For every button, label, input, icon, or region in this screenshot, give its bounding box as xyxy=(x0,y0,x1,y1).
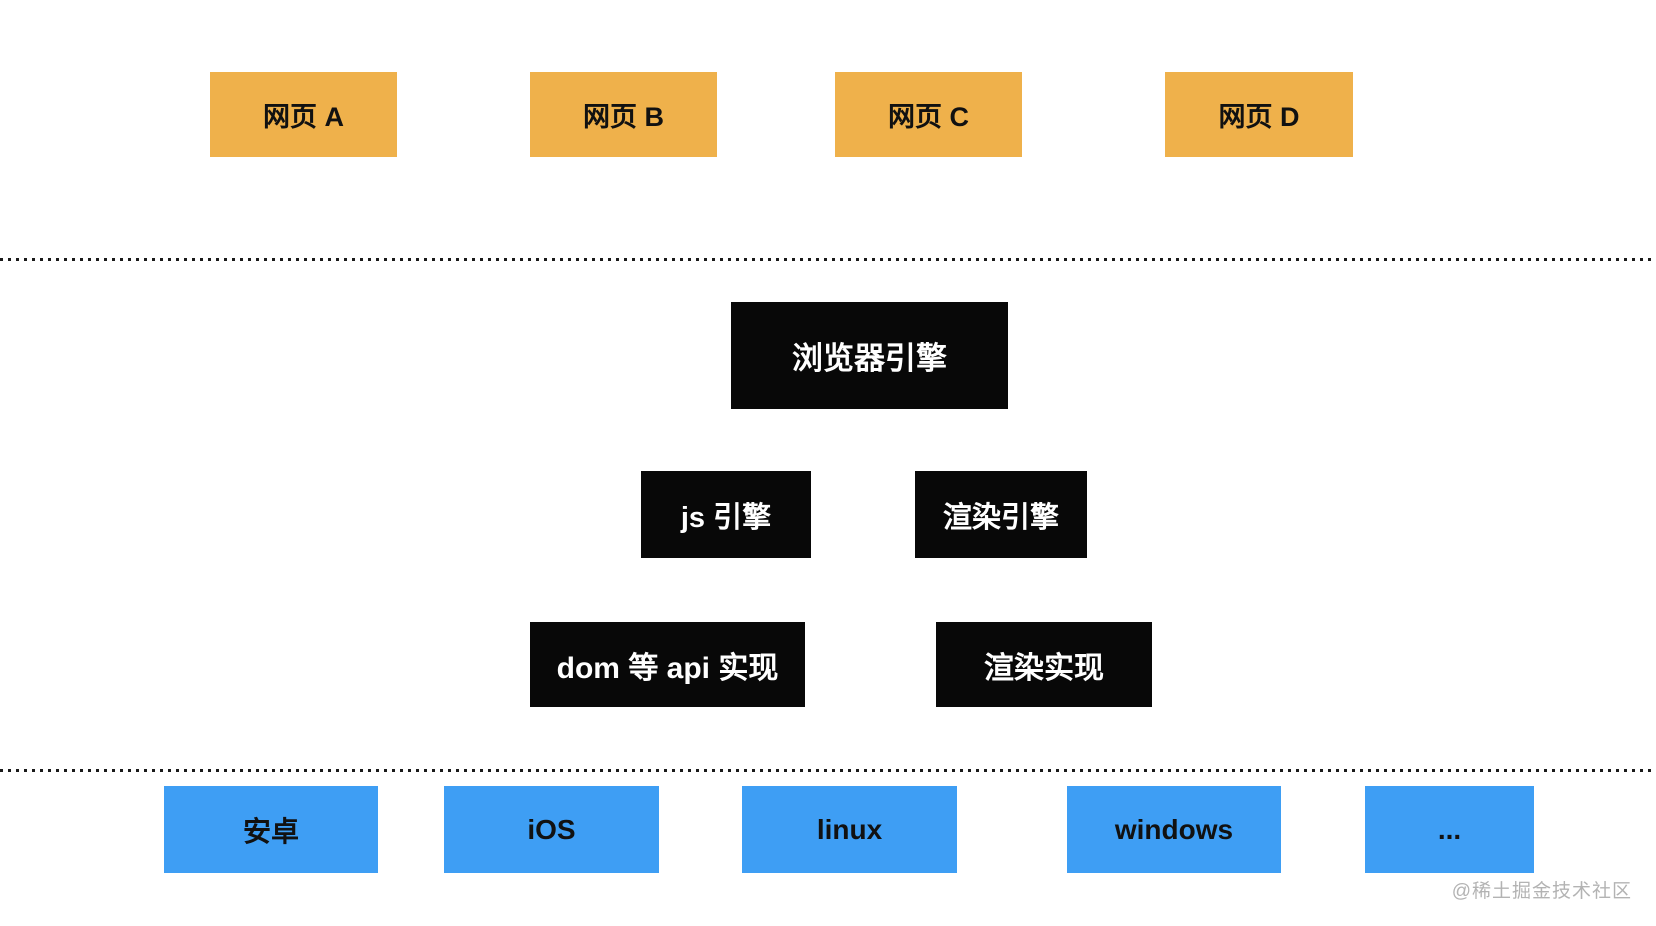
webpage-a-label: 网页 A xyxy=(263,102,344,132)
platform-linux-label: linux xyxy=(816,813,883,845)
webpage-c-box: 网页 C xyxy=(835,72,1022,157)
separator-top-dotted-line xyxy=(0,258,1656,261)
js-engine-label: js 引擎 xyxy=(680,501,772,534)
browser-engine-box: 浏览器引擎 xyxy=(731,302,1008,409)
platform-linux-box: linux xyxy=(742,786,957,873)
dom-api-impl-label: dom 等 api 实现 xyxy=(556,651,779,685)
webpage-d-box: 网页 D xyxy=(1165,72,1353,157)
webpage-d-label: 网页 D xyxy=(1218,102,1300,132)
platform-windows-box: windows xyxy=(1067,786,1281,873)
browser-engine-label: 浏览器引擎 xyxy=(792,341,947,376)
dom-api-impl-box: dom 等 api 实现 xyxy=(530,622,805,707)
platform-more-label: ... xyxy=(1437,813,1462,845)
watermark: @稀土掘金技术社区 xyxy=(1451,881,1632,902)
js-engine-box: js 引擎 xyxy=(641,471,811,558)
platform-android-box: 安卓 xyxy=(164,786,378,873)
render-engine-box: 渲染引擎 xyxy=(915,471,1087,558)
render-engine-label: 渲染引擎 xyxy=(942,501,1059,534)
webpage-c-label: 网页 C xyxy=(888,102,969,132)
render-impl-label: 渲染实现 xyxy=(984,651,1104,685)
platform-android-label: 安卓 xyxy=(242,815,299,847)
platform-ios-label: iOS xyxy=(527,813,576,845)
webpage-b-label: 网页 B xyxy=(583,102,664,132)
platform-ios-box: iOS xyxy=(444,786,659,873)
render-impl-box: 渲染实现 xyxy=(936,622,1152,707)
webpage-a-box: 网页 A xyxy=(210,72,397,157)
platform-windows-label: windows xyxy=(1114,813,1234,845)
webpage-b-box: 网页 B xyxy=(530,72,717,157)
platform-more-box: ... xyxy=(1365,786,1534,873)
separator-bottom-dotted-line xyxy=(0,769,1656,772)
